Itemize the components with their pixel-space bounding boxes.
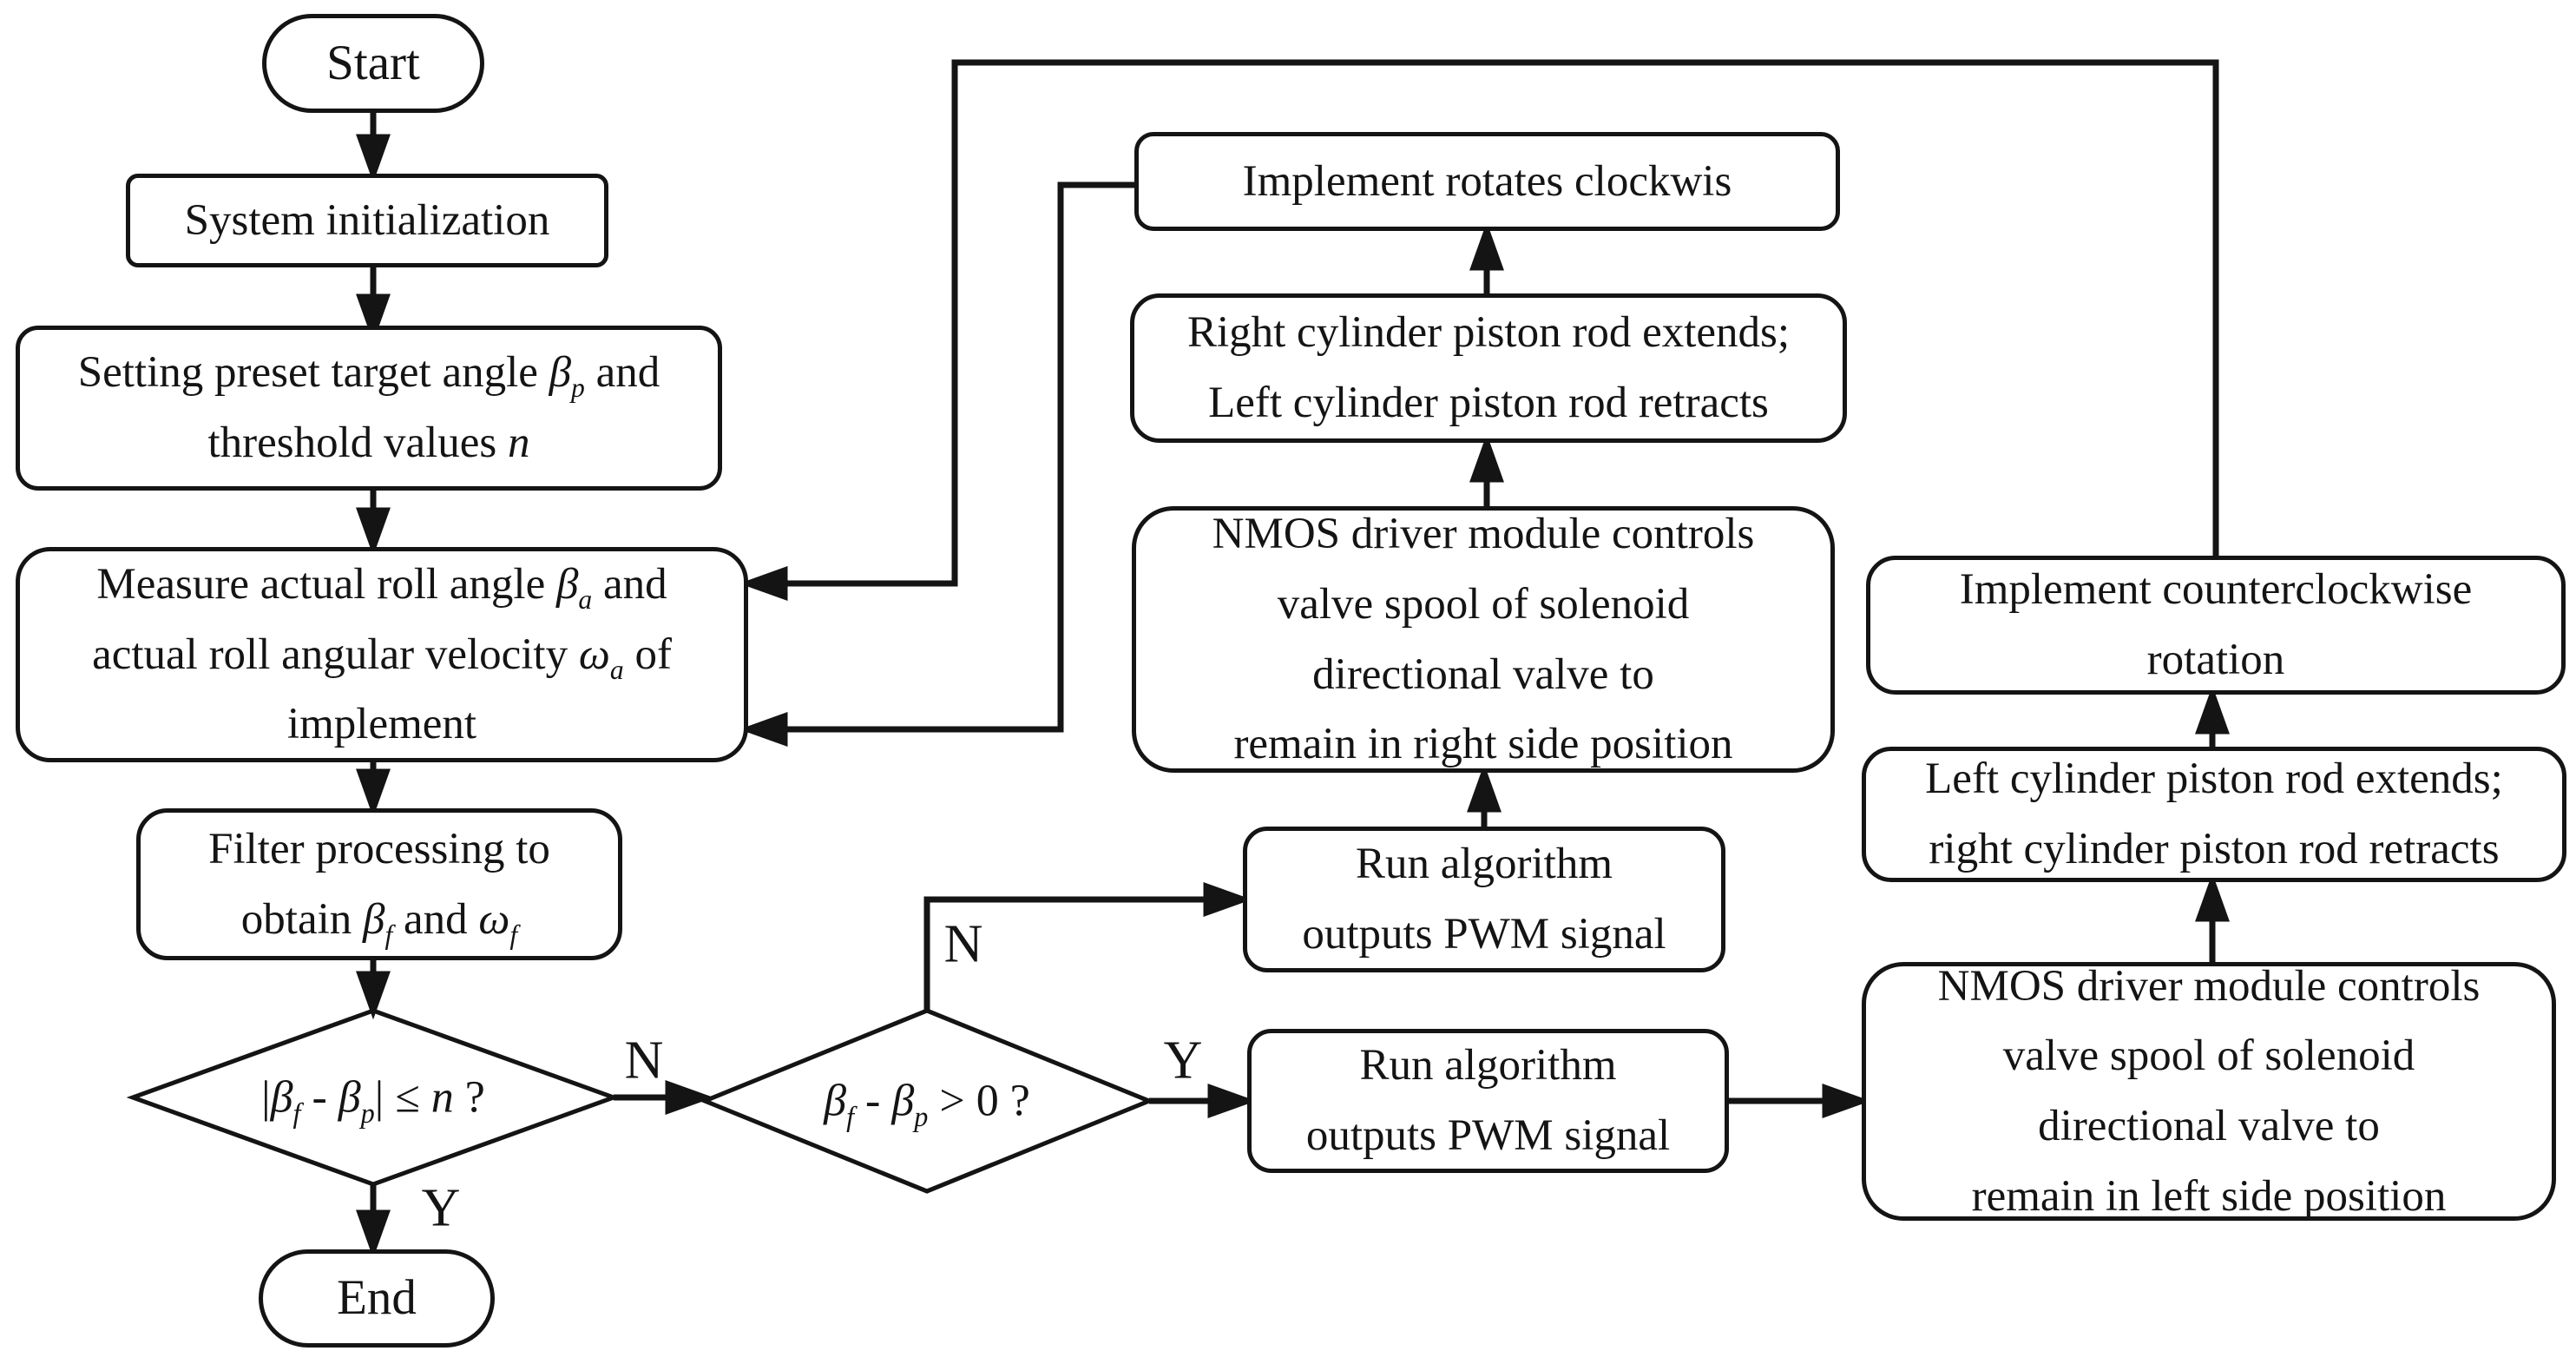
arrow-decision-sign-yes-to-run-lower	[1149, 1084, 1257, 1118]
arrow-decision-sign-no-to-run-upper	[923, 882, 1252, 1011]
feedback-counterclockwise-to-measure	[739, 59, 2219, 601]
nmos-left-node: NMOS driver module controls valve spool …	[1862, 962, 2556, 1221]
set-preset-node: Setting preset target angle βp and thres…	[16, 326, 722, 491]
feedback-clockwise-to-measure	[739, 181, 1139, 747]
left-cylinder-node: Left cylinder piston rod extends; right …	[1862, 747, 2566, 882]
right-cylinder-line-1: Right cylinder piston rod extends;	[1186, 308, 1791, 358]
nmos-right-line-3: directional valve to	[1312, 649, 1654, 699]
decision-threshold-yes-label: Y	[421, 1178, 461, 1238]
filter-line-2: obtain βf and ωf	[240, 894, 518, 950]
set-preset-line-2: threshold values n	[207, 418, 530, 467]
end-node: End	[259, 1249, 495, 1348]
rotate-counterclockwise-node: Implement counterclockwise rotation	[1866, 556, 2566, 695]
rotate-clockwise-node: Implement rotates clockwis	[1134, 132, 1840, 231]
run-algorithm-upper-node: Run algorithm outputs PWM signal	[1243, 827, 1725, 972]
arrow-run-lower-to-nmos-left	[1729, 1084, 1871, 1118]
arrow-measure-to-filter	[356, 762, 391, 818]
nmos-left-line-4: remain in left side position	[1971, 1171, 2447, 1221]
arrow-decision-threshold-yes-to-end	[356, 1184, 391, 1259]
decision-threshold-label: |βf - βp| ≤ n ?	[261, 1072, 485, 1129]
arrow-right-cylinder-to-rotate-clockwise	[1469, 221, 1504, 293]
nmos-right-line-2: valve spool of solenoid	[1277, 579, 1690, 629]
filter-line-1: Filter processing to	[208, 824, 550, 873]
rotate-ccw-line-1: Implement counterclockwise	[1959, 565, 2473, 615]
measure-line-3: implement	[286, 700, 477, 749]
left-cylinder-line-1: Left cylinder piston rod extends;	[1925, 754, 2503, 804]
run-algorithm-lower-node: Run algorithm outputs PWM signal	[1247, 1029, 1729, 1173]
left-cylinder-line-2: right cylinder piston rod retracts	[1929, 825, 2500, 873]
decision-sign-yes-label: Y	[1163, 1031, 1203, 1091]
measure-line-2: actual roll angular velocity ωa of	[92, 629, 672, 685]
arrow-left-cylinder-to-rotate-counterclockwise	[2195, 685, 2230, 747]
nmos-right-node: NMOS driver module controls valve spool …	[1132, 506, 1835, 773]
decision-sign-diamond	[699, 1008, 1155, 1194]
right-cylinder-line-2: Left cylinder piston rod retracts	[1208, 379, 1769, 427]
right-cylinder-node: Right cylinder piston rod extends; Left …	[1130, 293, 1847, 443]
run-lower-line-2: outputs PWM signal	[1305, 1111, 1671, 1160]
nmos-left-line-3: directional valve to	[2038, 1102, 2380, 1150]
arrow-set-preset-to-measure	[356, 491, 391, 557]
arrow-nmos-left-to-left-cylinder	[2195, 873, 2230, 962]
arrow-filter-to-decision-threshold	[356, 960, 391, 1020]
arrow-decision-threshold-no	[614, 1080, 714, 1115]
arrow-nmos-right-to-right-cylinder	[1469, 433, 1504, 506]
arrow-start-to-system-init	[356, 113, 391, 183]
measure-line-1: Measure actual roll angle βa and	[96, 560, 667, 616]
nmos-right-line-1: NMOS driver module controls	[1212, 510, 1755, 559]
nmos-left-line-1: NMOS driver module controls	[1937, 961, 2481, 1011]
run-lower-line-1: Run algorithm	[1359, 1041, 1617, 1091]
decision-sign-no-label: N	[943, 914, 983, 974]
system-init-node: System initialization	[126, 174, 608, 267]
arrow-run-upper-to-nmos-right	[1467, 763, 1502, 827]
filter-node: Filter processing to obtain βf and ωf	[136, 808, 622, 960]
run-upper-line-2: outputs PWM signal	[1302, 910, 1666, 959]
nmos-right-line-4: remain in right side position	[1233, 720, 1733, 769]
set-preset-line-1: Setting preset target angle βp and	[77, 348, 660, 404]
nmos-left-line-2: valve spool of solenoid	[2002, 1031, 2415, 1081]
rotate-ccw-line-2: rotation	[2146, 636, 2285, 684]
start-node: Start	[262, 14, 484, 113]
measure-node: Measure actual roll angle βa and actual …	[16, 547, 748, 762]
decision-sign-label: βf - βp > 0 ?	[824, 1076, 1030, 1132]
decision-threshold-no-label: N	[624, 1031, 664, 1091]
arrow-system-init-to-set-preset	[356, 267, 391, 343]
run-upper-line-1: Run algorithm	[1355, 840, 1613, 889]
